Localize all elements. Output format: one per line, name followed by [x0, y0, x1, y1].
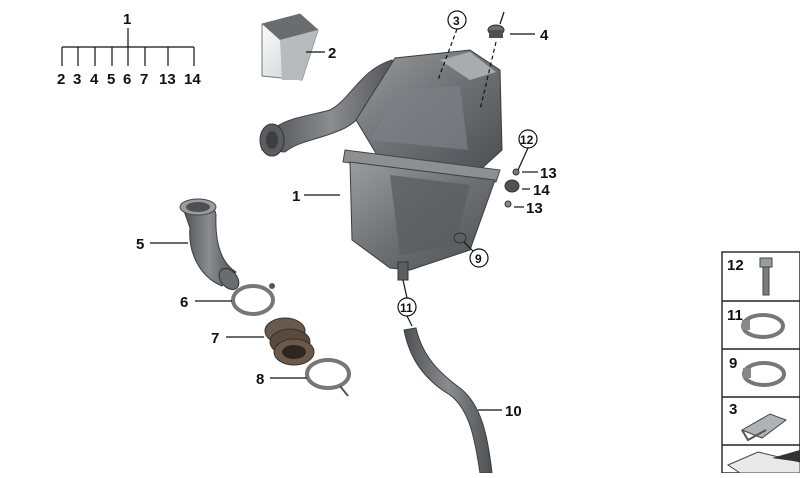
callout-3: 3 — [453, 14, 460, 28]
callout-14: 14 — [533, 182, 550, 199]
air-box-housing-part[interactable]: 1 — [259, 49, 503, 281]
callout-11: 11 — [400, 301, 413, 315]
rubber-coupling-part[interactable]: 7 — [211, 317, 315, 366]
callout-4: 4 — [540, 27, 549, 44]
callout-13a: 13 — [540, 165, 557, 182]
callout-10: 10 — [505, 403, 522, 420]
tree-root-label: 1 — [123, 11, 131, 28]
tree-child-label: 5 — [107, 71, 115, 88]
tree-child-label: 3 — [73, 71, 81, 88]
side-parts-panel: 12 11 9 3 — [721, 251, 800, 474]
intake-elbow-part[interactable]: 5 — [136, 198, 243, 293]
callout-13b: 13 — [526, 200, 543, 217]
grommet-part[interactable]: 4 — [479, 11, 549, 111]
panel-label: 12 — [727, 257, 744, 274]
callout-6: 6 — [180, 294, 188, 311]
panel-label: 3 — [729, 401, 737, 418]
callout-9-group: 9 — [453, 232, 489, 268]
tree-child-label: 7 — [140, 71, 148, 88]
tree-child-label: 13 — [159, 71, 176, 88]
panel-label: 9 — [729, 355, 737, 372]
hose-clamp-8-part[interactable]: 8 — [256, 358, 351, 397]
panel-item-foam-pad[interactable] — [726, 450, 800, 474]
filter-element-part[interactable]: 2 — [261, 13, 336, 81]
panel-item-bolt[interactable]: 12 — [727, 257, 773, 296]
callout-2: 2 — [328, 45, 336, 62]
tree-child-label: 14 — [184, 71, 201, 88]
callout-5: 5 — [136, 236, 144, 253]
callout-12: 12 — [520, 133, 534, 147]
part-hierarchy-tree: 1 2 3 4 5 6 7 13 14 — [57, 11, 201, 88]
callout-8: 8 — [256, 371, 264, 388]
callout-11-group: 11 — [397, 279, 417, 327]
drain-hose-part[interactable]: 10 — [403, 327, 522, 474]
panel-item-clamp-11[interactable]: 11 — [727, 307, 785, 339]
tree-child-label: 4 — [90, 71, 99, 88]
tree-child-label: 6 — [123, 71, 131, 88]
mount-hardware-cluster[interactable]: 12 13 14 13 — [504, 129, 557, 217]
callout-3-group: 3 — [437, 10, 467, 81]
hose-clamp-6-part[interactable]: 6 — [180, 283, 275, 316]
panel-item-clip-3[interactable]: 3 — [729, 401, 788, 442]
panel-item-clamp-9[interactable]: 9 — [729, 355, 786, 387]
callout-7: 7 — [211, 330, 219, 347]
tree-child-label: 2 — [57, 71, 65, 88]
callout-1: 1 — [292, 188, 300, 205]
callout-9: 9 — [475, 252, 482, 266]
panel-label: 11 — [727, 307, 743, 324]
